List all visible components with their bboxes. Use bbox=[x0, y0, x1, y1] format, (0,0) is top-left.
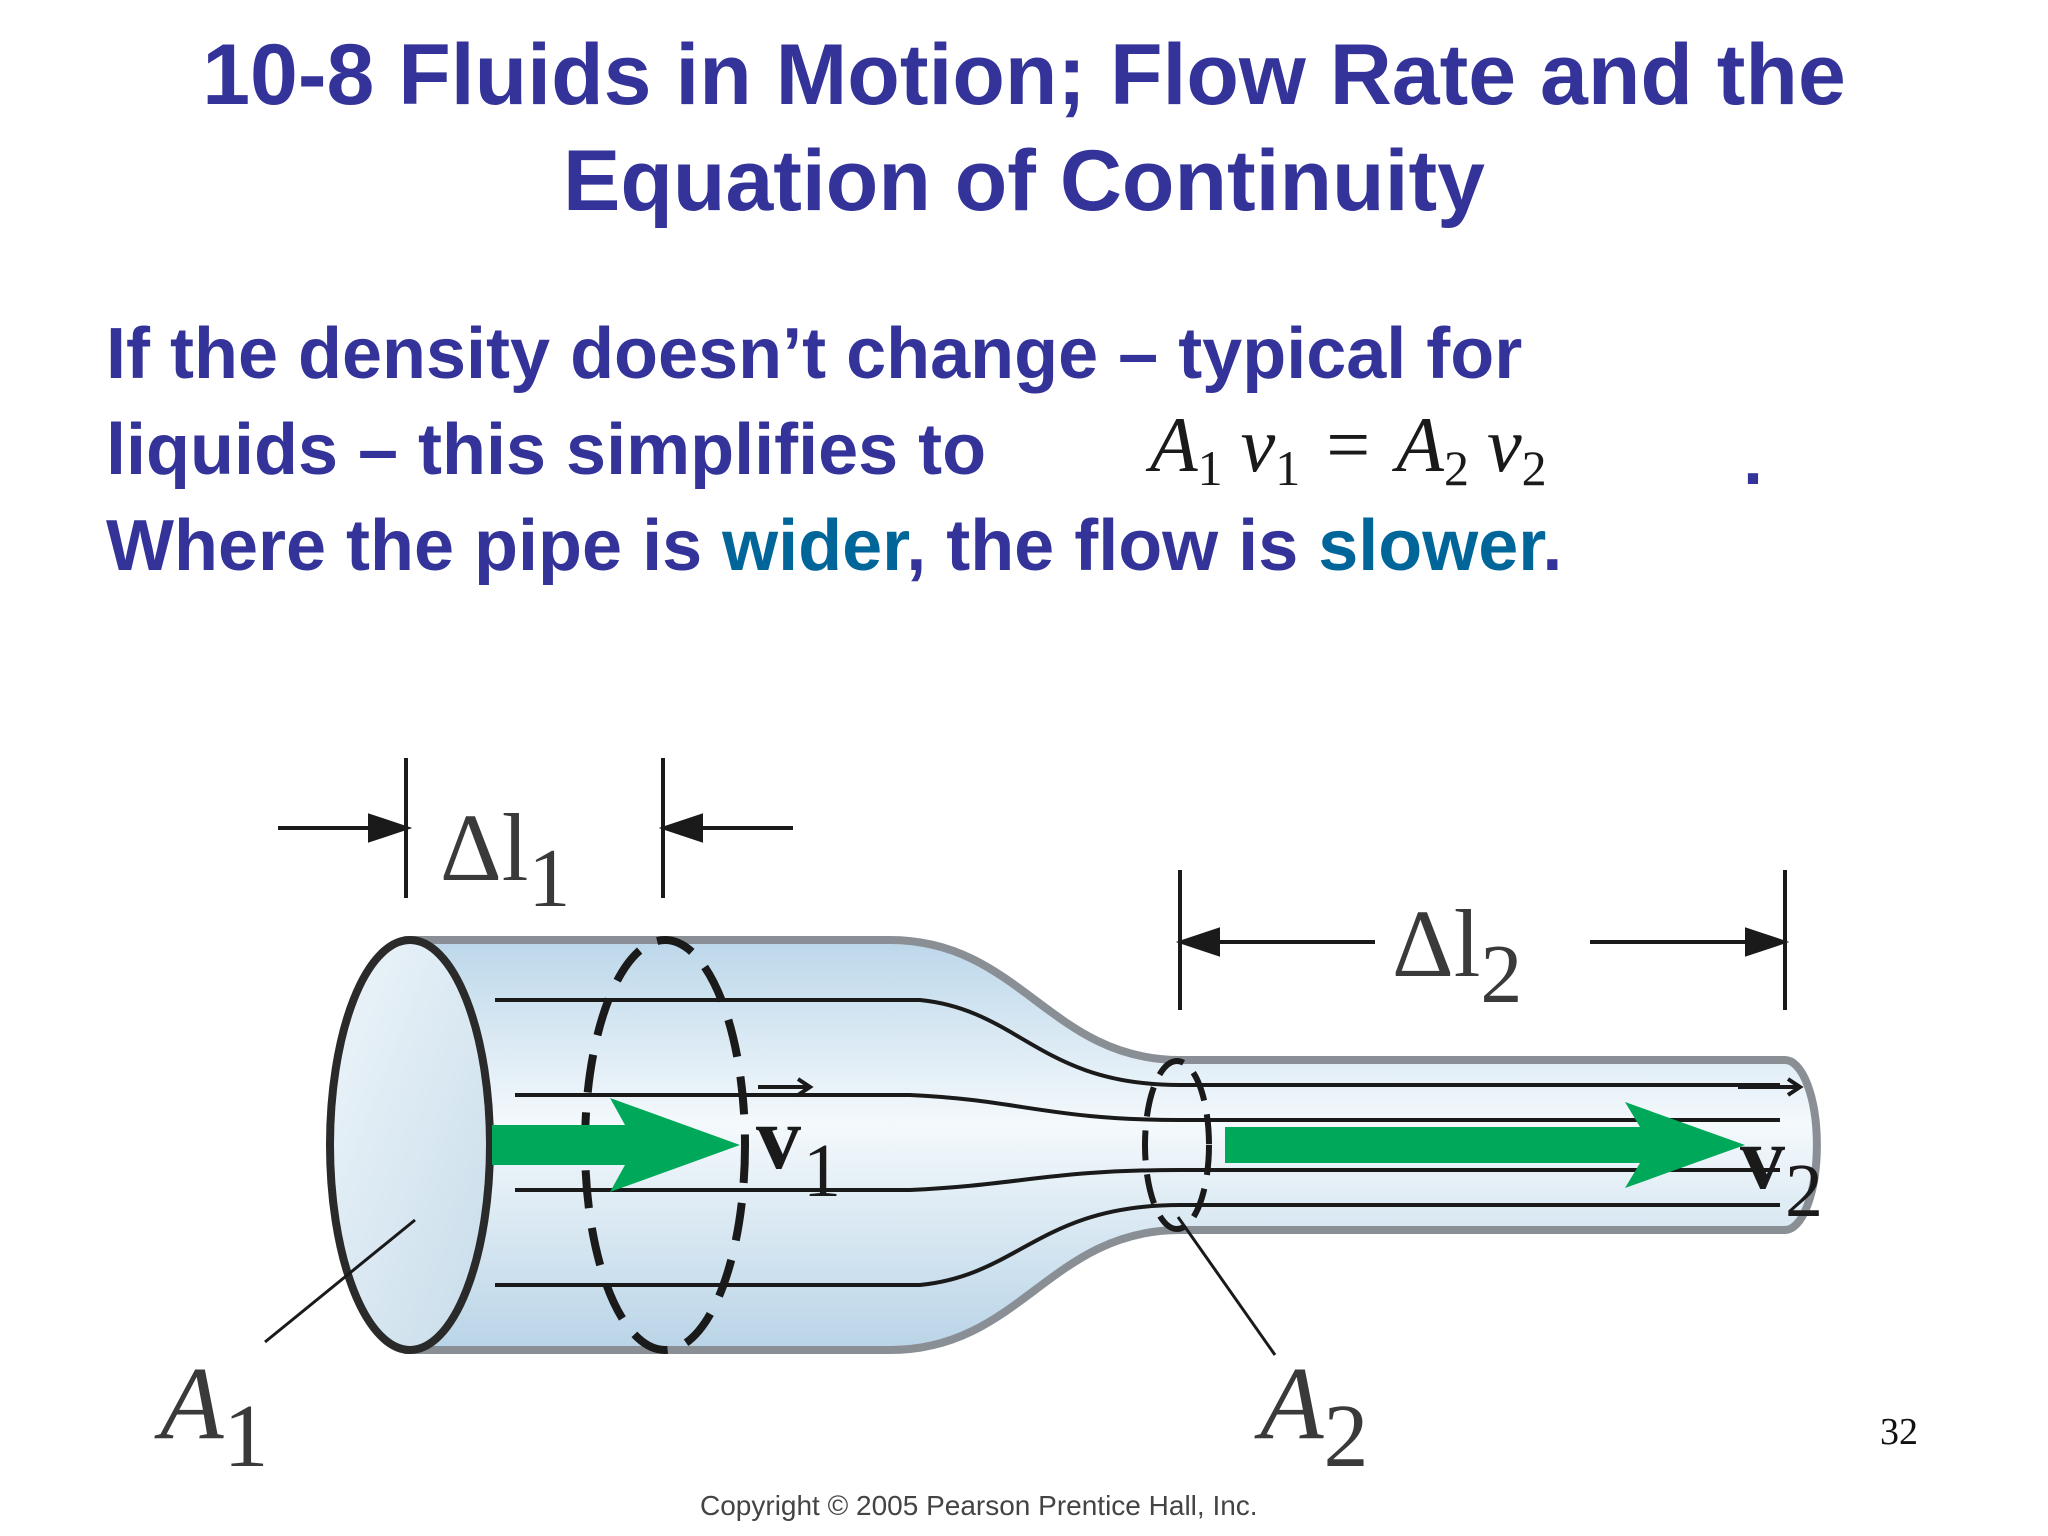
a1-text: A bbox=[154, 1346, 224, 1461]
eq-a1: A bbox=[1150, 401, 1198, 488]
v1-vector-arrow bbox=[758, 1077, 814, 1097]
delta-l2-dimension bbox=[1175, 870, 1790, 1010]
title-line-1: 10-8 Fluids in Motion; Flow Rate and the bbox=[202, 27, 1846, 123]
svg-text:v2: v2 bbox=[1740, 1109, 1823, 1233]
a2-label: A2 bbox=[1254, 1346, 1369, 1486]
v2-label: v bbox=[1740, 1109, 1785, 1208]
eq-v1: v bbox=[1240, 401, 1276, 488]
svg-text:v1: v1 bbox=[756, 1089, 841, 1213]
body-line-2-text: liquids – this simplifies to bbox=[106, 410, 987, 490]
delta-l2-label: Δl2 bbox=[1392, 890, 1522, 1021]
eq-a1-sub: 1 bbox=[1197, 440, 1223, 496]
body-line-3-part2: , the flow is bbox=[906, 506, 1319, 586]
eq-equals: = bbox=[1326, 401, 1371, 488]
highlight-wider: wider bbox=[722, 506, 907, 586]
streamlines bbox=[495, 998, 1780, 1287]
title-line-2: Equation of Continuity bbox=[563, 133, 1485, 229]
flow-arrow-1 bbox=[492, 1098, 740, 1192]
pipe-figure: v1 v2 Δl1 Δl2 A1 A2 bbox=[154, 758, 1823, 1486]
slide-number: 32 bbox=[1880, 1411, 1918, 1453]
body-line-2: liquids – this simplifies to bbox=[106, 402, 2006, 498]
delta-l1-subscript: 1 bbox=[528, 832, 570, 925]
v2-subscript: 2 bbox=[1785, 1149, 1823, 1233]
delta-l2-text: Δl bbox=[1392, 890, 1480, 997]
delta-l1-label: Δl1 bbox=[440, 794, 570, 925]
a2-leader-line bbox=[1176, 1216, 1277, 1356]
a1-subscript: 1 bbox=[224, 1387, 269, 1486]
a1-label: A1 bbox=[154, 1346, 269, 1486]
body-text: If the density doesn’t change – typical … bbox=[106, 306, 2006, 594]
eq-v2: v bbox=[1486, 401, 1522, 488]
eq-v1-sub: 1 bbox=[1275, 440, 1301, 496]
pipe-inlet bbox=[326, 936, 494, 1354]
slide-title: 10-8 Fluids in Motion; Flow Rate and the… bbox=[0, 22, 2048, 234]
body-line-1: If the density doesn’t change – typical … bbox=[106, 314, 1523, 394]
delta-l1-text: Δl bbox=[440, 794, 528, 901]
a1-leader-line bbox=[264, 1218, 416, 1344]
v1-label: v bbox=[756, 1089, 801, 1188]
body-line-3-part1: Where the pipe is bbox=[106, 506, 723, 586]
v1-subscript: 1 bbox=[803, 1129, 841, 1213]
flow-arrow-2 bbox=[1225, 1102, 1745, 1188]
a2-subscript: 2 bbox=[1324, 1387, 1369, 1486]
eq-a2: A bbox=[1396, 401, 1444, 488]
eq-a2-sub: 2 bbox=[1443, 440, 1469, 496]
delta-l2-subscript: 2 bbox=[1480, 928, 1522, 1021]
v2-vector-arrow bbox=[1738, 1077, 1804, 1097]
body-line-3: Where the pipe is wider, the flow is slo… bbox=[106, 498, 2006, 594]
body-line-2-period: . bbox=[1743, 420, 1764, 500]
a2-text: A bbox=[1254, 1346, 1324, 1461]
cross-section-a2 bbox=[1142, 1058, 1212, 1232]
pipe-body bbox=[404, 936, 1821, 1354]
highlight-slower: slower bbox=[1318, 506, 1543, 586]
body-line-3-end: . bbox=[1542, 506, 1563, 586]
delta-l1-dimension bbox=[278, 758, 793, 898]
copyright-notice: Copyright © 2005 Pearson Prentice Hall, … bbox=[700, 1490, 1258, 1521]
eq-v2-sub: 2 bbox=[1521, 440, 1547, 496]
